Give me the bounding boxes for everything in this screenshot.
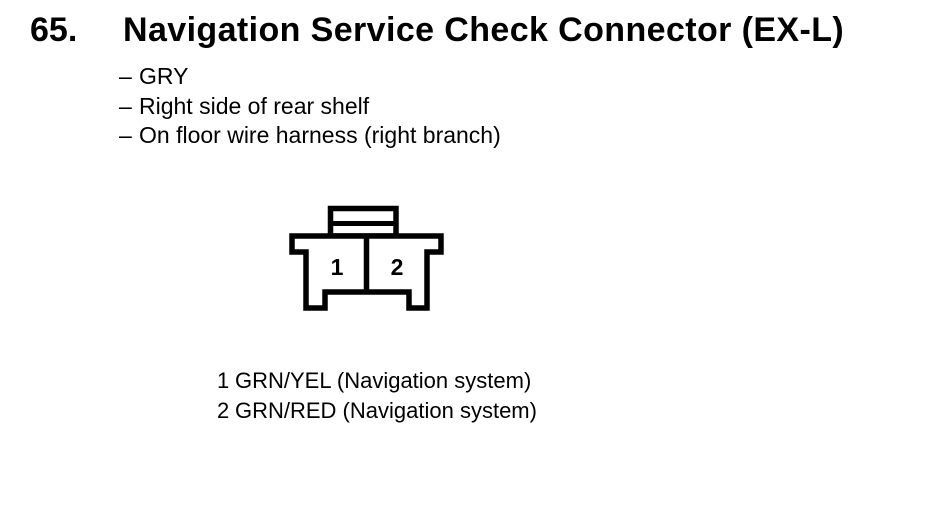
page-title: Navigation Service Check Connector (EX-L… — [123, 11, 845, 49]
connector-details-list: – GRY – Right side of rear shelf – On fl… — [119, 62, 501, 151]
detail-item-location: – Right side of rear shelf — [119, 92, 501, 122]
pin-description: GRN/YEL (Navigation system) — [235, 368, 532, 393]
section-number: 65. — [30, 11, 78, 49]
pinout-row-1: 1 GRN/YEL (Navigation system) — [217, 366, 537, 396]
pinout-list: 1 GRN/YEL (Navigation system) 2 GRN/RED … — [217, 366, 537, 426]
dash-bullet: – — [119, 92, 132, 119]
dash-bullet: – — [119, 63, 132, 89]
detail-item-color: – GRY — [119, 62, 501, 92]
detail-text-color: GRY — [139, 63, 189, 89]
pin-description: GRN/RED (Navigation system) — [235, 398, 537, 423]
pin-number: 1 — [217, 368, 230, 393]
detail-text-location: Right side of rear shelf — [139, 92, 370, 119]
dash-bullet: – — [119, 122, 132, 148]
detail-item-harness: – On floor wire harness (right branch) — [119, 121, 501, 151]
pinout-row-2: 2 GRN/RED (Navigation system) — [217, 396, 537, 426]
detail-text-harness: On floor wire harness (right branch) — [139, 122, 501, 148]
cavity-2-label: 2 — [391, 254, 404, 280]
connector-diagram: 1 2 — [289, 205, 444, 311]
cavity-1-label: 1 — [331, 254, 344, 280]
pin-number: 2 — [217, 398, 230, 423]
